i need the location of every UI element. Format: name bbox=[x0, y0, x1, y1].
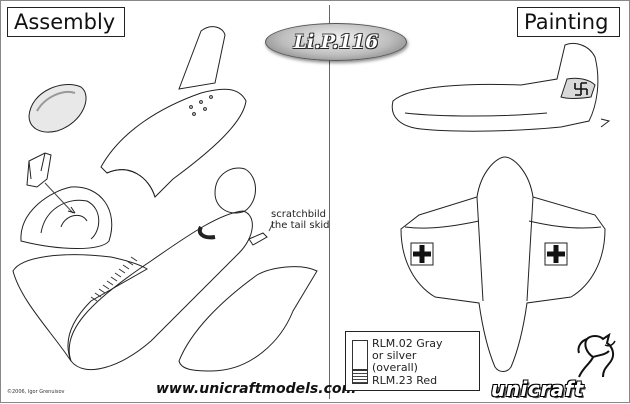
gray-swatch bbox=[352, 340, 368, 370]
hatch-pattern bbox=[90, 256, 138, 302]
vertical-fin-part bbox=[178, 26, 226, 90]
note-line-2: the tail skid bbox=[271, 220, 330, 231]
note-line-1: scratchbild bbox=[271, 209, 326, 220]
copyright-text: ©2006, Igor Grenuisov bbox=[7, 389, 65, 395]
legend-gray-line2: or silver bbox=[372, 349, 417, 362]
brand-logo: unicraft bbox=[491, 377, 584, 401]
website-url[interactable]: www.unicraftmodels.com bbox=[156, 381, 357, 397]
assembly-header: Assembly bbox=[7, 7, 125, 37]
pilot-seat-part bbox=[26, 152, 52, 188]
tail-marking bbox=[574, 82, 588, 96]
insignia-left bbox=[410, 242, 434, 266]
cockpit-front-part bbox=[20, 186, 113, 249]
side-view-aircraft bbox=[391, 43, 599, 132]
canopy-part bbox=[28, 84, 87, 133]
tail-cone-part bbox=[178, 266, 318, 372]
top-view-aircraft bbox=[400, 156, 606, 372]
horse-logo-icon bbox=[577, 332, 616, 378]
painting-header: Painting bbox=[517, 7, 620, 37]
legend-gray-line3: (overall) bbox=[372, 361, 418, 374]
tail-skid-part bbox=[248, 232, 268, 246]
legend-gray-text: RLM.02 Gray or silver (overall) bbox=[372, 338, 443, 374]
red-swatch bbox=[352, 370, 368, 384]
lower-wing-part bbox=[12, 254, 148, 362]
tail-skid-note: scratchbild the tail skid bbox=[271, 209, 330, 231]
nose-sphere-part bbox=[214, 167, 256, 214]
upper-fuselage-part bbox=[100, 88, 247, 198]
model-name-badge: Li.P.116 bbox=[265, 23, 407, 61]
insignia-right bbox=[544, 242, 568, 266]
color-legend: RLM.02 Gray or silver (overall) RLM.23 R… bbox=[345, 331, 480, 391]
legend-red-text: RLM.23 Red bbox=[372, 374, 438, 387]
section-divider bbox=[329, 5, 330, 399]
lower-fuselage-part bbox=[68, 210, 253, 371]
legend-gray-line1: RLM.02 Gray bbox=[372, 337, 443, 350]
